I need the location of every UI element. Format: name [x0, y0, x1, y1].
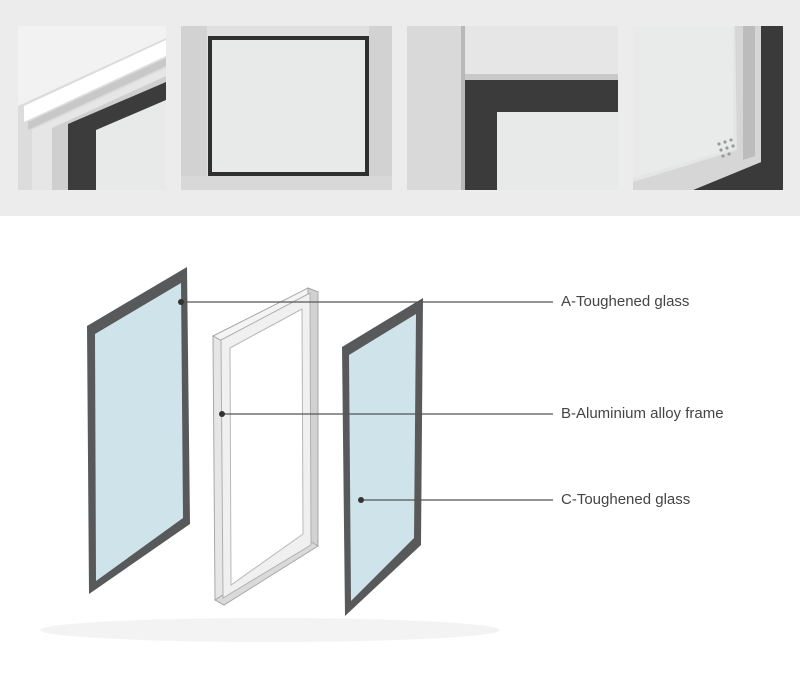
- pane-a-toughened-glass: [87, 267, 190, 594]
- photo-glass-edge: [633, 26, 783, 190]
- callout-label-b: B-Aluminium alloy frame: [561, 405, 724, 422]
- floor-shadow: [40, 618, 500, 642]
- callout-label-c: C-Toughened glass: [561, 491, 691, 508]
- frame-b-aluminium: [211, 287, 320, 606]
- photo-framed-panel: [181, 26, 392, 190]
- photo-corner-profile: [18, 26, 166, 190]
- callout-dot-a: [178, 299, 184, 305]
- callout-dot-b: [219, 411, 225, 417]
- photo-frame-corner: [407, 26, 618, 190]
- callout-label-a: A-Toughened glass: [561, 293, 690, 310]
- pane-c-toughened-glass: [342, 298, 423, 616]
- exploded-glass-diagram: [40, 267, 553, 642]
- callout-dot-c: [358, 497, 364, 503]
